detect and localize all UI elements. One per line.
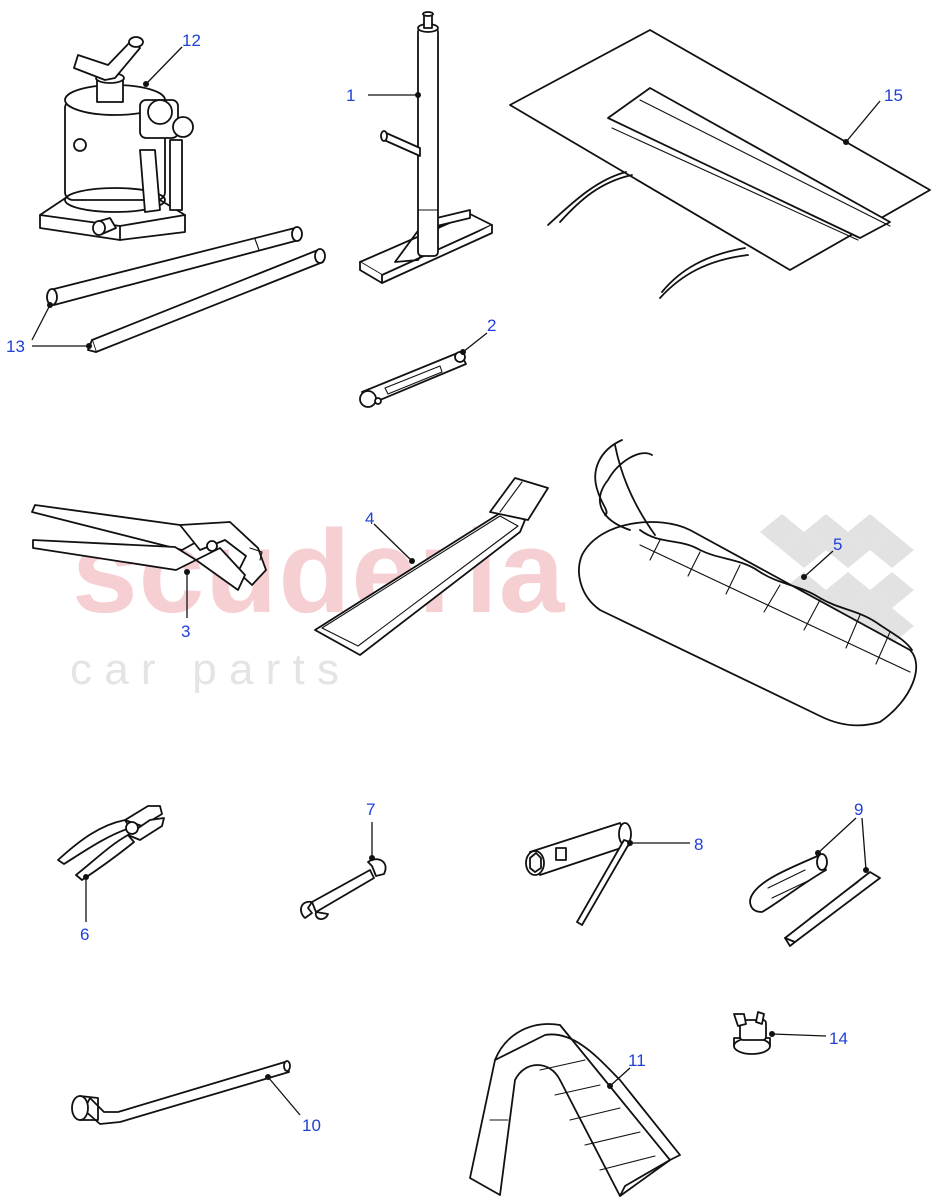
rolled-tool-roll-icon [578,439,918,727]
callout-15: 15 [884,86,903,105]
leader-lines [31,46,881,1116]
callout-6: 6 [80,925,89,944]
callout-2: 2 [487,316,496,335]
callout-8: 8 [694,835,703,854]
jack-post-icon [359,11,493,284]
callout-3: 3 [181,622,190,641]
callout-7: 7 [366,800,375,819]
open-end-spanner-icon [300,858,387,920]
tool-bag-icon [314,477,549,656]
callout-9: 9 [854,800,863,819]
callout-12: 12 [182,31,201,50]
tool-roll-icon [509,29,931,299]
water-pump-pliers-icon [31,504,267,591]
screwdriver-icon [749,853,881,947]
callout-14: 14 [829,1029,848,1048]
box-spanner-icon [525,822,632,926]
jack-handle-icon [46,226,326,353]
wheel-chock-icon [469,1023,681,1197]
watermark-tagline: c a r p a r t s [70,645,339,694]
small-wrench-icon [359,351,467,408]
callout-5: 5 [833,535,842,554]
callout-11: 11 [628,1051,646,1070]
clip-retainer-icon [733,1011,771,1055]
wheel-brace-icon [71,1060,291,1125]
callout-13: 13 [6,337,25,356]
callout-4: 4 [365,509,374,528]
callout-1: 1 [346,86,355,105]
combination-pliers-icon [57,805,165,881]
bottle-jack-icon [39,36,194,241]
callout-labels: 1 2 3 4 5 6 7 8 9 10 11 12 13 14 15 [6,31,903,1135]
callout-10: 10 [302,1116,321,1135]
